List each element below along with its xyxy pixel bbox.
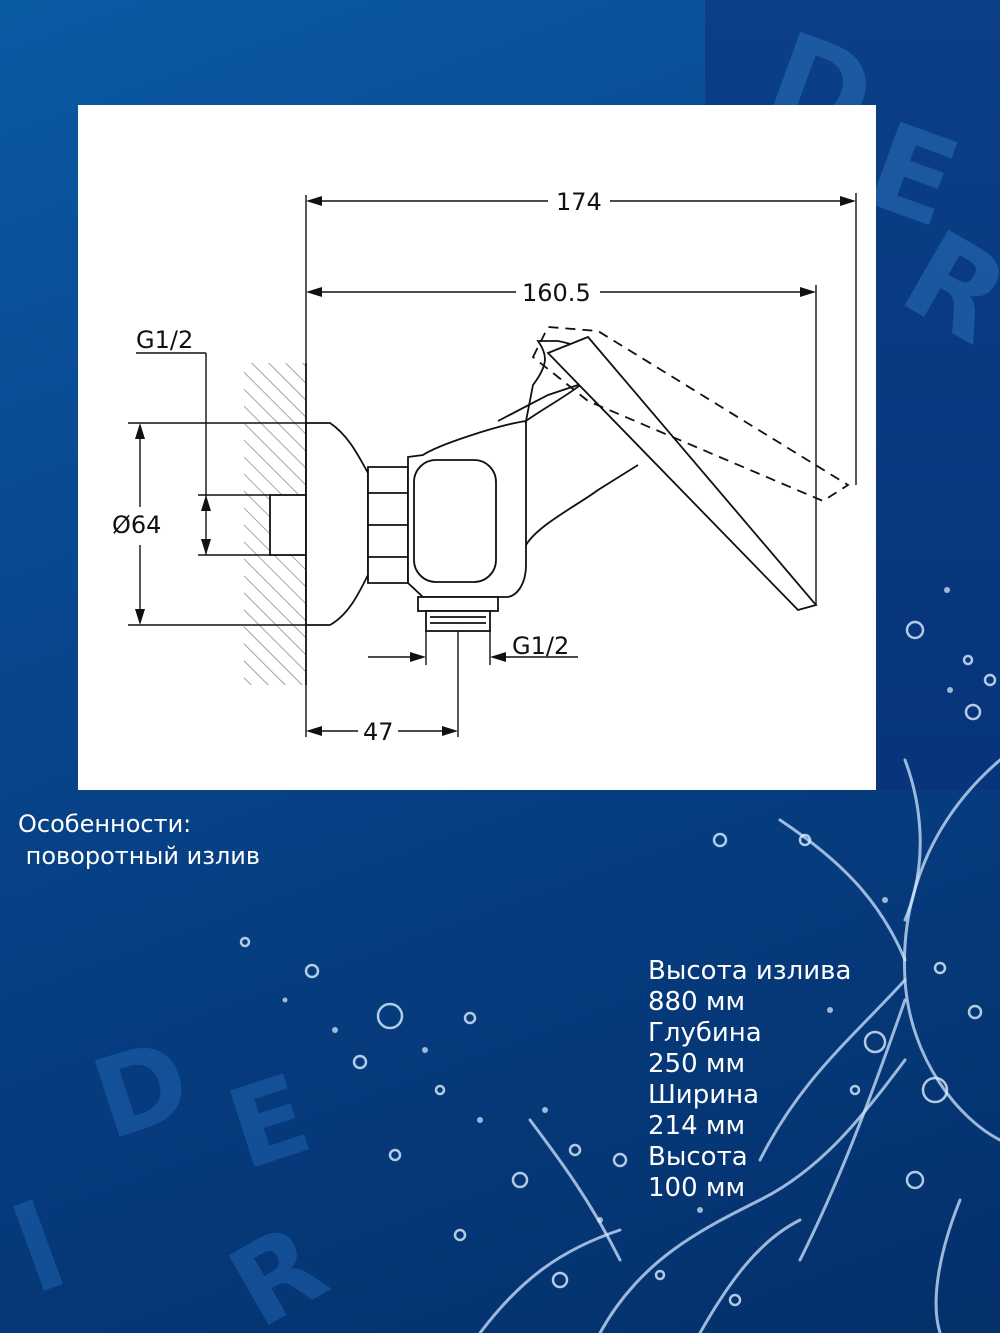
- spec-spout-height-label: Высота излива: [648, 956, 852, 986]
- drawing-svg: 174 160.5 G1/2 Ø64 G1/2 47: [112, 188, 857, 746]
- outlet-nut: [417, 596, 499, 612]
- flange: [305, 422, 369, 626]
- cartridge: [413, 459, 497, 583]
- spec-height-value: 100 мм: [648, 1173, 746, 1203]
- features-item: поворотный излив: [18, 842, 261, 870]
- spec-width-value: 214 мм: [648, 1111, 746, 1141]
- spec-depth-value: 250 мм: [648, 1049, 746, 1079]
- dim-spout-length: 160.5: [522, 279, 591, 307]
- dim-inlet-thread: G1/2: [136, 326, 193, 354]
- spec-depth-label: Глубина: [648, 1018, 762, 1048]
- dim-overall-length: 174: [556, 188, 602, 216]
- watermark-bar-bottom: [13, 1199, 63, 1291]
- features-title: Особенности:: [18, 810, 192, 838]
- dim-outlet-offset: 47: [363, 718, 394, 746]
- inlet-pipe: [269, 494, 307, 556]
- spec-width-label: Ширина: [648, 1080, 760, 1110]
- technical-drawing: 174 160.5 G1/2 Ø64 G1/2 47: [78, 105, 876, 790]
- dim-flange-diameter: Ø64: [112, 511, 161, 539]
- features-block: Особенности: поворотный излив: [18, 808, 260, 872]
- outlet-thread: [425, 610, 491, 632]
- specs-block: Высота излива 880 мм Глубина 250 мм Шири…: [648, 956, 851, 1204]
- lever-main: [546, 335, 818, 612]
- lever-alt-position: [531, 326, 850, 503]
- spec-spout-height-value: 880 мм: [648, 987, 746, 1017]
- dim-outlet-thread: G1/2: [512, 632, 569, 660]
- spec-height-label: Высота: [648, 1142, 748, 1172]
